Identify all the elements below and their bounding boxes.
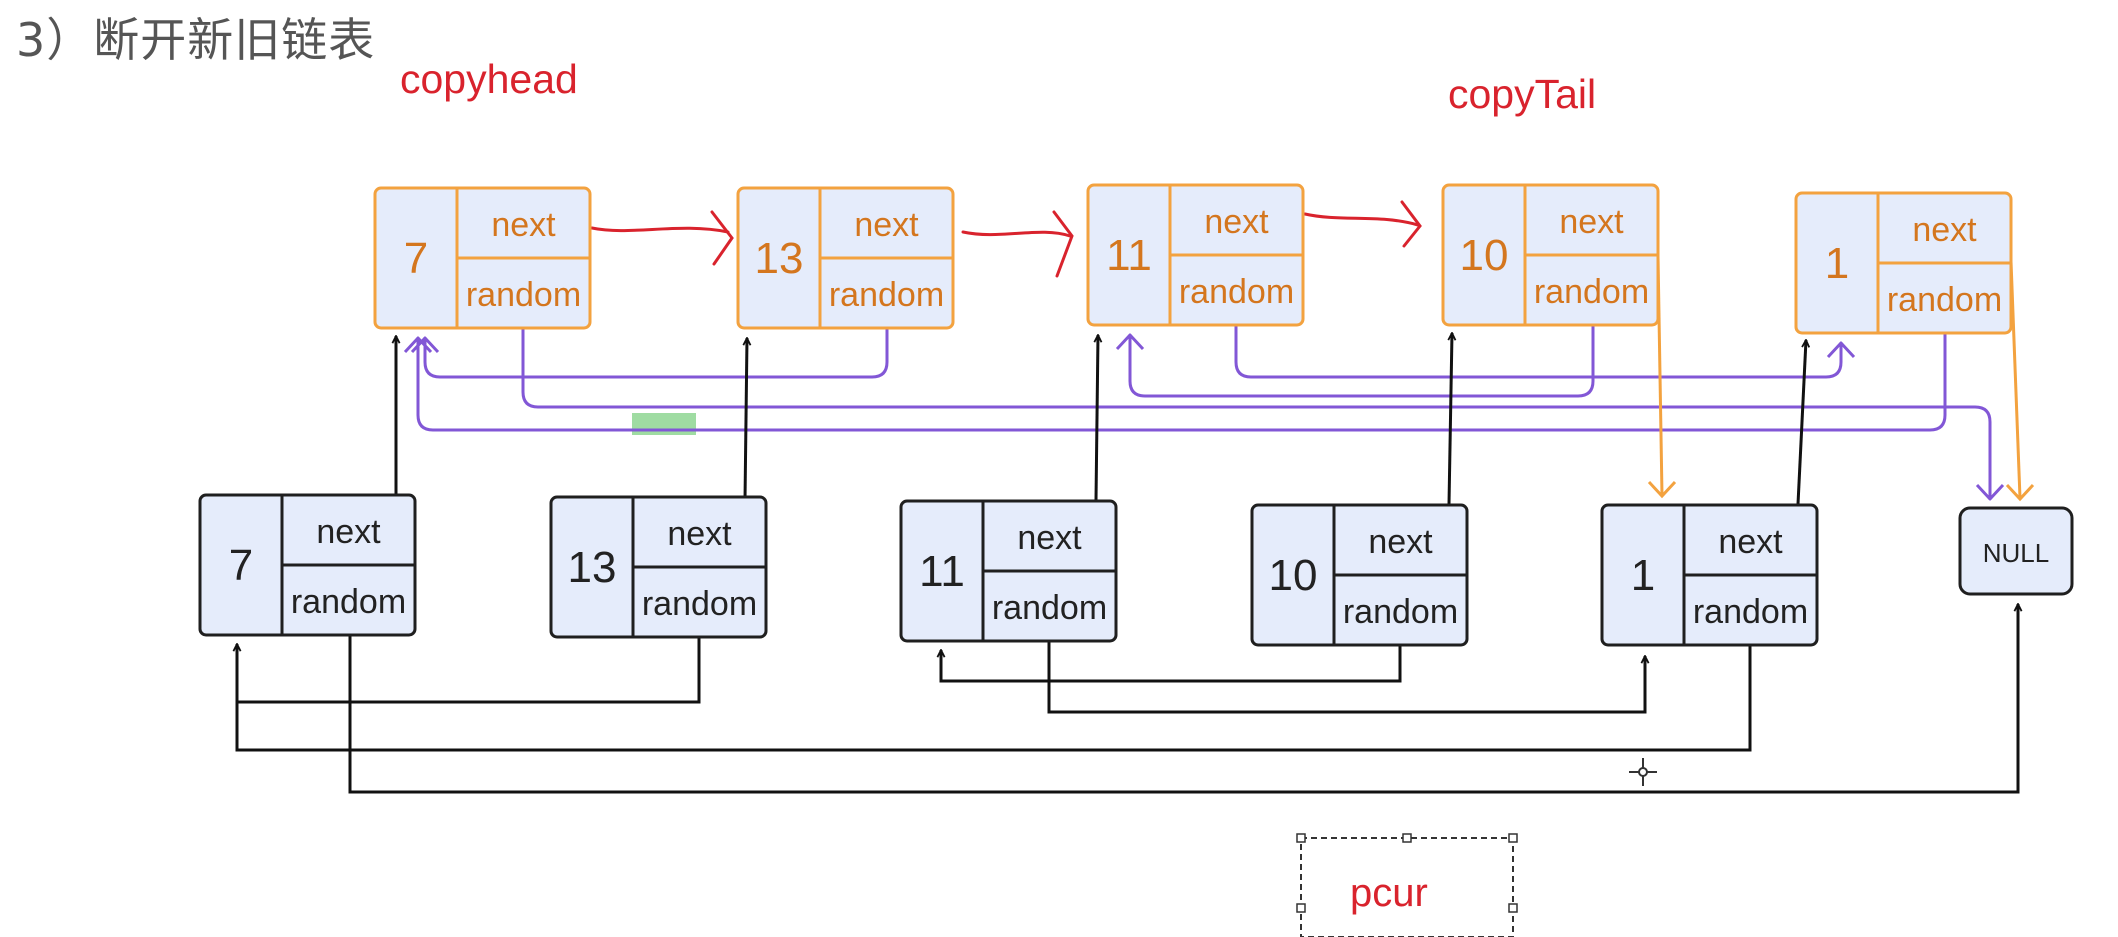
next-field-label: next <box>1718 523 1783 561</box>
copytail-label: copyTail <box>1448 71 1596 117</box>
original-node: 7 next random <box>198 493 417 637</box>
next-field-label: next <box>491 206 556 244</box>
random-field-label: random <box>466 276 581 314</box>
random-link <box>521 327 1992 498</box>
copyhead-label: copyhead <box>400 56 578 102</box>
random-link <box>1128 319 1595 398</box>
original-node: 1 next random <box>1600 503 1819 647</box>
original-node: 13 next random <box>549 495 768 639</box>
node-value: 10 <box>1269 551 1318 600</box>
null-label: NULL <box>1983 538 2049 568</box>
random-link <box>416 322 1947 432</box>
next-field-label: next <box>1017 519 1082 557</box>
next-field-label: next <box>1368 523 1433 561</box>
node-value: 1 <box>1631 551 1655 600</box>
original-links <box>235 333 2018 794</box>
pcur-box[interactable]: pcur <box>1296 833 1518 937</box>
next-link <box>1796 340 1806 505</box>
pcur-label: pcur <box>1350 871 1428 915</box>
random-field-label: random <box>829 276 944 314</box>
next-field-label: next <box>1912 211 1977 249</box>
random-link <box>235 636 1752 752</box>
copy-node: 13 next random <box>736 186 955 330</box>
random-link <box>348 604 2018 794</box>
section-heading: 3）断开新旧链表 <box>16 13 376 67</box>
next-link <box>1096 335 1098 501</box>
node-value: 11 <box>919 547 965 596</box>
node-value: 11 <box>1106 231 1152 280</box>
copy-next-links-red <box>590 200 1422 278</box>
null-node: NULL <box>1958 506 2074 596</box>
random-field-label: random <box>992 589 1107 627</box>
copy-node: 1 next random <box>1794 191 2013 335</box>
node-value: 7 <box>404 234 428 283</box>
next-link <box>1303 212 1420 227</box>
next-link <box>1449 333 1452 505</box>
original-node: 11 next random <box>899 499 1118 643</box>
copy-list: 7 next random 13 next random 11 next random 10 nex… <box>373 183 2013 335</box>
next-field-label: next <box>1559 203 1624 241</box>
move-cursor-icon <box>1629 758 1657 786</box>
copy-node: 10 next random <box>1441 183 1660 327</box>
random-field-label: random <box>642 585 757 623</box>
random-field-label: random <box>1693 593 1808 631</box>
next-field-label: next <box>316 513 381 551</box>
next-field-label: next <box>1204 203 1269 241</box>
node-value: 13 <box>755 234 804 283</box>
random-field-label: random <box>1179 273 1294 311</box>
random-link <box>941 639 1402 683</box>
random-field-label: random <box>1887 281 2002 319</box>
node-value: 1 <box>1825 239 1849 288</box>
copy-node: 11 next random <box>1086 183 1305 327</box>
next-link <box>590 226 730 234</box>
random-link <box>1234 317 1843 379</box>
random-link <box>1047 631 1645 714</box>
random-link <box>423 320 889 379</box>
random-field-label: random <box>1534 273 1649 311</box>
original-node: 10 next random <box>1250 503 1469 647</box>
next-link <box>745 338 747 501</box>
highlight-mark <box>632 413 696 435</box>
random-link <box>237 633 701 704</box>
copy-random-links <box>403 317 2005 501</box>
next-link <box>961 230 1072 238</box>
original-list: 7 next random 13 next random 11 next random 10 nex… <box>198 493 1819 647</box>
next-field-label: next <box>854 206 919 244</box>
random-field-label: random <box>291 583 406 621</box>
node-value: 10 <box>1460 231 1509 280</box>
node-value: 7 <box>229 541 253 590</box>
next-field-label: next <box>667 515 732 553</box>
node-value: 13 <box>568 543 617 592</box>
random-field-label: random <box>1343 593 1458 631</box>
copy-node: 7 next random <box>373 186 592 330</box>
